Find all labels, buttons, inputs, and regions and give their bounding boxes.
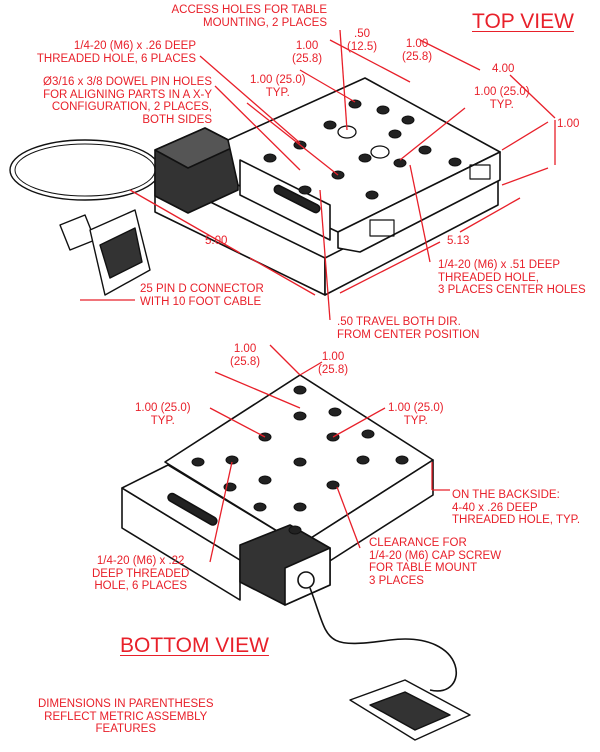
dim-top-pitch-left: 1.00 (25.8) bbox=[292, 40, 323, 65]
callout-threaded-hole-51: 1/4-20 (M6) x .51 DEEP THREADED HOLE, 3 … bbox=[438, 259, 586, 296]
dim-top-offset: .50 (12.5) bbox=[347, 28, 378, 53]
bottom-scale-slot bbox=[167, 492, 218, 526]
top-cable-loop bbox=[9, 139, 161, 201]
dim-top-height: 1.00 bbox=[557, 118, 580, 130]
dim-bottom-typ-left: 1.00 (25.0) TYP. bbox=[135, 402, 191, 427]
top-stage bbox=[9, 77, 501, 296]
callout-threaded-hole-22: 1/4-20 (M6) x .22 DEEP THREADED HOLE, 6 … bbox=[92, 555, 190, 592]
top-side-connector bbox=[369, 219, 395, 237]
bottom-d-connector bbox=[349, 679, 471, 741]
callout-dowel-pins: Ø3/16 x 3/8 DOWEL PIN HOLES FOR ALIGNING… bbox=[43, 76, 212, 126]
dim-bottom-pitch-left: 1.00 (25.8) bbox=[230, 343, 261, 368]
bottom-view-title: BOTTOM VIEW bbox=[120, 634, 269, 657]
dim-top-length: 5.00 bbox=[205, 235, 228, 247]
callout-travel: .50 TRAVEL BOTH DIR. FROM CENTER POSITIO… bbox=[337, 316, 480, 341]
callout-connector: 25 PIN D CONNECTOR WITH 10 FOOT CABLE bbox=[140, 283, 264, 308]
callout-clearance: CLEARANCE FOR 1/4-20 (M6) CAP SCREW FOR … bbox=[369, 537, 502, 587]
callout-threaded-hole-26: 1/4-20 (M6) x .26 DEEP THREADED HOLE, 6 … bbox=[36, 40, 196, 65]
top-d-connector bbox=[59, 209, 151, 296]
dim-top-pitch-right: 1.00 (25.8) bbox=[402, 38, 433, 63]
dim-top-width: 4.00 bbox=[492, 63, 515, 75]
metric-note: DIMENSIONS IN PARENTHESES REFLECT METRIC… bbox=[38, 698, 214, 735]
top-dimension-lines bbox=[80, 29, 556, 321]
bottom-dimension-lines bbox=[209, 344, 450, 563]
dim-top-typ-right: 1.00 (25.0) TYP. bbox=[474, 86, 530, 111]
bottom-cable bbox=[309, 587, 458, 692]
top-view-title: TOP VIEW bbox=[472, 10, 574, 33]
callout-backside: ON THE BACKSIDE: 4-40 x .26 DEEP THREADE… bbox=[452, 489, 581, 526]
callout-access-holes: ACCESS HOLES FOR TABLE MOUNTING, 2 PLACE… bbox=[171, 4, 327, 29]
dim-bottom-pitch-right: 1.00 (25.8) bbox=[318, 351, 349, 376]
bottom-stage bbox=[121, 374, 471, 741]
dim-top-typ-left: 1.00 (25.0) TYP. bbox=[250, 74, 306, 99]
top-scale-slot bbox=[273, 184, 321, 214]
dim-bottom-typ-right: 1.00 (25.0) TYP. bbox=[388, 402, 444, 427]
dim-top-length-total: 5.13 bbox=[447, 235, 470, 247]
